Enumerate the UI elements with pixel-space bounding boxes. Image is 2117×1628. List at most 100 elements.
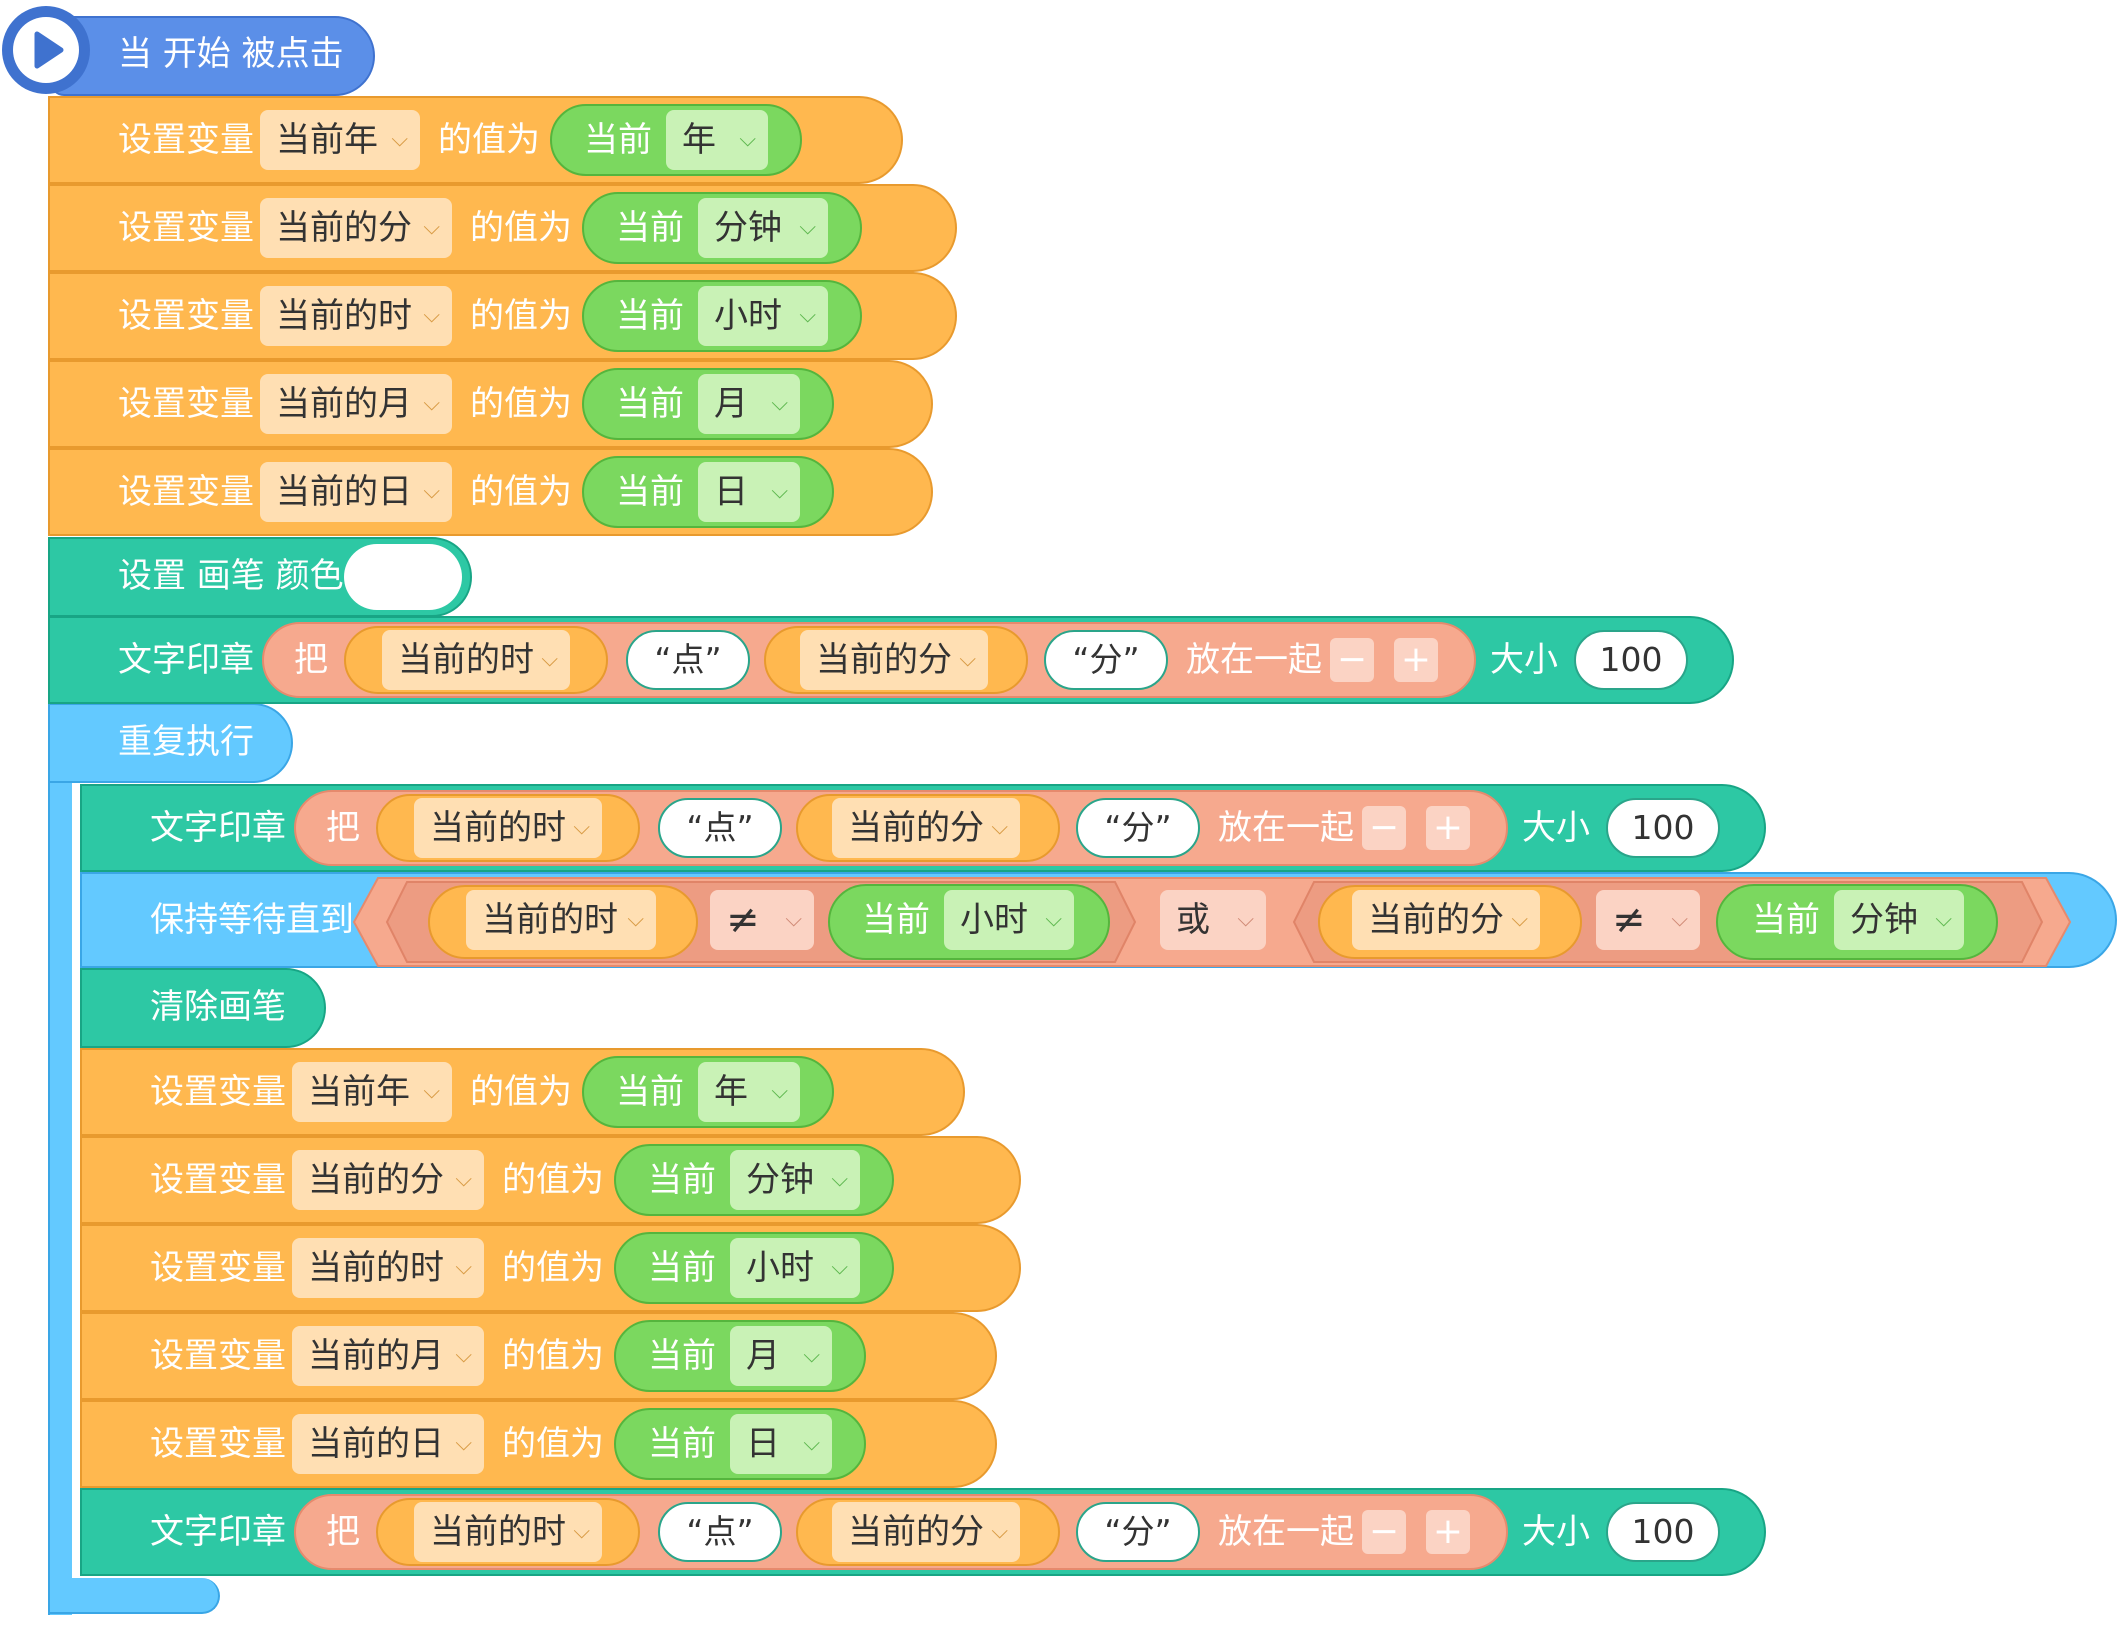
variable-dropdown[interactable]: 当前的时⌵ — [292, 1238, 484, 1298]
time-unit-dropdown[interactable]: 小时⌵ — [698, 286, 828, 346]
pen-color-swatch[interactable] — [344, 544, 462, 610]
time-unit-dropdown[interactable]: 日⌵ — [730, 1414, 832, 1474]
stamp-var2-value: 当前的分 — [816, 640, 952, 680]
stamp-var1-dropdown[interactable]: 当前的时⌵ — [414, 798, 602, 858]
set-variable-label: 设置变量 — [150, 1072, 286, 1112]
variable-name: 当前的月 — [308, 1336, 444, 1376]
size-input[interactable]: 100 — [1606, 798, 1720, 858]
neq-symbol: ≠ — [726, 897, 760, 943]
size-label: 大小 — [1522, 1512, 1590, 1552]
time-unit-dropdown[interactable]: 分钟⌵ — [730, 1150, 860, 1210]
chevron-down-icon: ⌵ — [1045, 907, 1062, 932]
play-icon — [2, 6, 90, 94]
chevron-down-icon: ⌵ — [831, 1255, 848, 1280]
stamp-text1-input[interactable]: “点” — [658, 1502, 782, 1562]
variable-dropdown[interactable]: 当前的分⌵ — [260, 198, 452, 258]
variable-dropdown[interactable]: 当前的月⌵ — [260, 374, 452, 434]
wait-right-var-dropdown[interactable]: 当前的分⌵ — [1352, 890, 1540, 950]
loop-label: 重复执行 — [118, 722, 254, 762]
chevron-down-icon: ⌵ — [803, 1431, 820, 1456]
set-variable-label: 设置变量 — [118, 472, 254, 512]
variable-dropdown[interactable]: 当前年⌵ — [292, 1062, 452, 1122]
minus-button[interactable]: − — [1362, 806, 1406, 850]
stamp-text2-input[interactable]: “分” — [1076, 798, 1200, 858]
value-label: 的值为 — [470, 472, 572, 512]
wait-left-var-value: 当前的时 — [482, 900, 618, 940]
wait-left-neq-dropdown[interactable]: ≠⌵ — [710, 890, 814, 950]
wait-until-label: 保持等待直到 — [150, 900, 354, 940]
set-variable-label: 设置变量 — [118, 384, 254, 424]
size-input[interactable]: 100 — [1574, 630, 1688, 690]
chevron-down-icon: ⌵ — [785, 907, 802, 932]
join-label: 把 — [326, 1512, 360, 1552]
variable-dropdown[interactable]: 当前的日⌵ — [260, 462, 452, 522]
chevron-down-icon: ⌵ — [627, 907, 644, 932]
stamp-var2-dropdown[interactable]: 当前的分⌵ — [832, 1502, 1020, 1562]
set-variable-label: 设置变量 — [150, 1248, 286, 1288]
join-label: 把 — [294, 640, 328, 680]
current-label: 当前 — [648, 1336, 716, 1376]
stamp-var1-dropdown[interactable]: 当前的时⌵ — [414, 1502, 602, 1562]
time-unit-value: 月 — [714, 384, 748, 424]
current-label: 当前 — [616, 384, 684, 424]
time-unit-value: 月 — [746, 1336, 780, 1376]
plus-button[interactable]: + — [1394, 638, 1438, 682]
value-label: 的值为 — [470, 384, 572, 424]
time-unit-value: 年 — [682, 120, 716, 160]
chevron-down-icon: ⌵ — [455, 1167, 472, 1192]
clear-pen-block[interactable] — [80, 968, 326, 1048]
plus-button[interactable]: + — [1426, 806, 1470, 850]
variable-dropdown[interactable]: 当前年⌵ — [260, 110, 420, 170]
wait-right-neq-dropdown[interactable]: ≠⌵ — [1596, 890, 1700, 950]
stamp-text2-input[interactable]: “分” — [1044, 630, 1168, 690]
wait-right-unit-dropdown[interactable]: 分钟⌵ — [1834, 890, 1964, 950]
time-unit-value: 分钟 — [746, 1160, 814, 1200]
variable-dropdown[interactable]: 当前的月⌵ — [292, 1326, 484, 1386]
plus-button[interactable]: + — [1426, 1510, 1470, 1554]
stamp-var1-dropdown[interactable]: 当前的时⌵ — [382, 630, 570, 690]
stamp-var2-dropdown[interactable]: 当前的分⌵ — [832, 798, 1020, 858]
current-label: 当前 — [648, 1160, 716, 1200]
wait-left-unit-dropdown[interactable]: 小时 ⌵ — [944, 890, 1074, 950]
stamp-var1-value: 当前的时 — [430, 1512, 566, 1552]
loop-block-body[interactable] — [48, 703, 72, 1615]
stamp-var2-dropdown[interactable]: 当前的分⌵ — [800, 630, 988, 690]
set-variable-label: 设置变量 — [118, 120, 254, 160]
time-unit-dropdown[interactable]: 年⌵ — [666, 110, 768, 170]
when-start-clicked-block[interactable] — [50, 16, 375, 96]
variable-name: 当前的时 — [308, 1248, 444, 1288]
time-unit-dropdown[interactable]: 分钟⌵ — [698, 198, 828, 258]
stamp-text2-input[interactable]: “分” — [1076, 1502, 1200, 1562]
or-dropdown[interactable]: 或⌵ — [1160, 890, 1266, 950]
time-unit-dropdown[interactable]: 小时⌵ — [730, 1238, 860, 1298]
time-unit-dropdown[interactable]: 日⌵ — [698, 462, 800, 522]
minus-button[interactable]: − — [1362, 1510, 1406, 1554]
variable-name: 当前年 — [308, 1072, 410, 1112]
variable-dropdown[interactable]: 当前的分⌵ — [292, 1150, 484, 1210]
chevron-down-icon: ⌵ — [423, 479, 440, 504]
time-unit-dropdown[interactable]: 月⌵ — [698, 374, 800, 434]
variable-dropdown[interactable]: 当前的时⌵ — [260, 286, 452, 346]
chevron-down-icon: ⌵ — [1671, 907, 1688, 932]
text-stamp-label: 文字印章 — [150, 808, 286, 848]
chevron-down-icon: ⌵ — [391, 127, 408, 152]
together-label: 放在一起 — [1218, 808, 1354, 848]
current-label: 当前 — [584, 120, 652, 160]
loop-block-header[interactable] — [48, 703, 293, 783]
chevron-down-icon: ⌵ — [423, 215, 440, 240]
loop-block-footer[interactable] — [48, 1578, 220, 1614]
minus-button[interactable]: − — [1330, 638, 1374, 682]
stamp-text1-input[interactable]: “点” — [658, 798, 782, 858]
time-unit-value: 小时 — [714, 296, 782, 336]
time-unit-value: 分钟 — [714, 208, 782, 248]
wait-left-unit-value: 小时 — [960, 900, 1028, 940]
chevron-down-icon: ⌵ — [739, 127, 756, 152]
size-input[interactable]: 100 — [1606, 1502, 1720, 1562]
chevron-down-icon: ⌵ — [423, 391, 440, 416]
wait-left-var-dropdown[interactable]: 当前的时 ⌵ — [466, 890, 656, 950]
variable-dropdown[interactable]: 当前的日⌵ — [292, 1414, 484, 1474]
time-unit-dropdown[interactable]: 年⌵ — [698, 1062, 800, 1122]
time-unit-dropdown[interactable]: 月⌵ — [730, 1326, 832, 1386]
stamp-text1-input[interactable]: “点” — [626, 630, 750, 690]
or-value: 或 — [1176, 900, 1210, 940]
